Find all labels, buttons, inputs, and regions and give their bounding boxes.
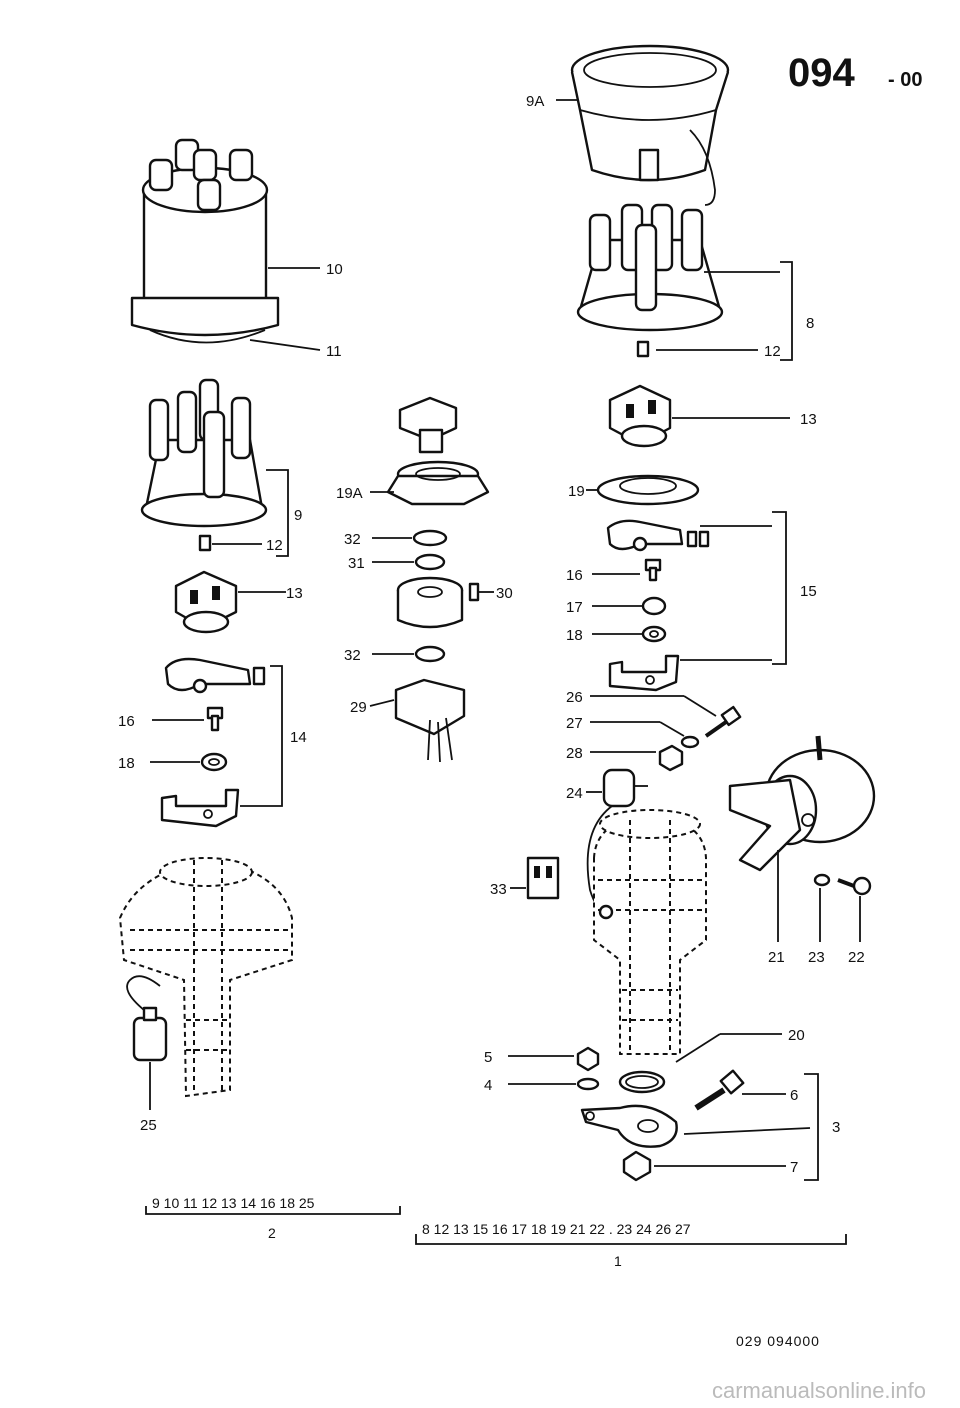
- part-18-washer-right: [641, 625, 667, 643]
- callout-19a: 19A: [336, 485, 363, 502]
- callout-9a: 9A: [526, 93, 544, 110]
- part-15-contact-breaker-set: [606, 519, 710, 552]
- part-rotor-center: [398, 396, 458, 454]
- part-9a-dust-cover: [570, 44, 730, 206]
- callout-17: 17: [566, 599, 583, 616]
- part-9-distributor-cap-left: [140, 378, 268, 528]
- callout-20: 20: [788, 1027, 805, 1044]
- callout-3: 3: [832, 1119, 840, 1136]
- group-2-bracket: [145, 1206, 401, 1215]
- part-21-vacuum-unit: [728, 735, 876, 872]
- distributor-housing-right: [593, 809, 707, 1055]
- callout-10: 10: [326, 261, 343, 278]
- part-12-carbon-brush-left: [198, 534, 212, 552]
- part-22-screw: [837, 876, 872, 896]
- page-number-suffix: - 00: [888, 69, 922, 91]
- callout-14: 14: [290, 729, 307, 746]
- callout-11: 11: [326, 343, 342, 360]
- callout-5: 5: [484, 1049, 492, 1066]
- callout-18-right: 18: [566, 627, 583, 644]
- part-32-circlip-lower: [414, 645, 446, 663]
- part-breaker-plate-center: [396, 576, 464, 629]
- part-18-washer-left: [200, 752, 228, 772]
- callout-21: 21: [768, 949, 785, 966]
- part-13-rotor-right: [608, 384, 672, 448]
- callout-15: 15: [800, 583, 817, 600]
- callout-27: 27: [566, 715, 583, 732]
- part-29-hall-sender: [394, 678, 466, 763]
- page-number-title: 094: [788, 51, 855, 95]
- part-31-washer: [414, 553, 446, 571]
- callout-23: 23: [808, 949, 825, 966]
- part-10-distributor-cap-with-shield: [130, 138, 280, 344]
- callout-9: 9: [294, 507, 302, 524]
- group-2-label: 2: [268, 1225, 276, 1241]
- callout-32-upper: 32: [344, 531, 361, 548]
- part-23-washer: [813, 873, 831, 887]
- callout-31: 31: [348, 555, 365, 572]
- callout-29: 29: [350, 699, 367, 716]
- watermark: carmanualsonline.info: [712, 1378, 926, 1403]
- part-15-base-plate-right: [608, 654, 680, 692]
- part-26-screw: [704, 705, 742, 738]
- part-3-clamp: [580, 1104, 678, 1148]
- callout-16-right: 16: [566, 567, 583, 584]
- part-32-circlip-upper: [412, 529, 448, 547]
- callout-4: 4: [484, 1077, 492, 1094]
- part-28-nut: [658, 744, 684, 772]
- part-8-distributor-cap: [576, 203, 724, 332]
- part-4-spring-washer: [576, 1077, 600, 1091]
- callout-32-lower: 32: [344, 647, 361, 664]
- group-1-items: 8 12 13 15 16 17 18 19 21 22 . 23 24 26 …: [422, 1221, 691, 1237]
- part-7-nut: [622, 1150, 652, 1182]
- callout-6: 6: [790, 1087, 798, 1104]
- group-1-label: 1: [614, 1253, 622, 1269]
- part-14-contact-breaker-set: [164, 657, 266, 694]
- part-27-spring-washer: [680, 735, 700, 749]
- part-19a-spark-shield: [386, 460, 490, 506]
- callout-30: 30: [496, 585, 513, 602]
- distributor-housing-left: [118, 857, 293, 1098]
- callout-12-left: 12: [266, 537, 283, 554]
- callout-26: 26: [566, 689, 583, 706]
- callout-19: 19: [568, 483, 585, 500]
- part-30-pin: [468, 582, 480, 602]
- part-25-condenser: [126, 975, 168, 1062]
- callout-22: 22: [848, 949, 865, 966]
- drawing-code: 029 094000: [736, 1333, 820, 1349]
- part-6-bolt: [694, 1069, 745, 1111]
- callout-33: 33: [490, 881, 507, 898]
- group-1-bracket: [415, 1234, 847, 1245]
- callout-25: 25: [140, 1117, 157, 1134]
- part-12-carbon-brush-right: [636, 340, 650, 358]
- part-5-nut: [576, 1046, 600, 1072]
- callout-16-left: 16: [118, 713, 135, 730]
- callout-8: 8: [806, 315, 814, 332]
- callout-28: 28: [566, 745, 583, 762]
- group-2-items: 9 10 11 12 13 14 16 18 25: [152, 1195, 315, 1211]
- callout-7: 7: [790, 1159, 798, 1176]
- part-19-dust-shield: [596, 474, 700, 506]
- callout-13-left: 13: [286, 585, 303, 602]
- callout-12-right: 12: [764, 343, 781, 360]
- part-14-base-plate-left: [160, 788, 240, 828]
- part-33-plug: [526, 856, 560, 900]
- part-13-rotor-left: [174, 570, 238, 634]
- callout-24: 24: [566, 785, 583, 802]
- part-17-spring-washer: [641, 596, 667, 616]
- callout-18-left: 18: [118, 755, 135, 772]
- callout-13-right: 13: [800, 411, 817, 428]
